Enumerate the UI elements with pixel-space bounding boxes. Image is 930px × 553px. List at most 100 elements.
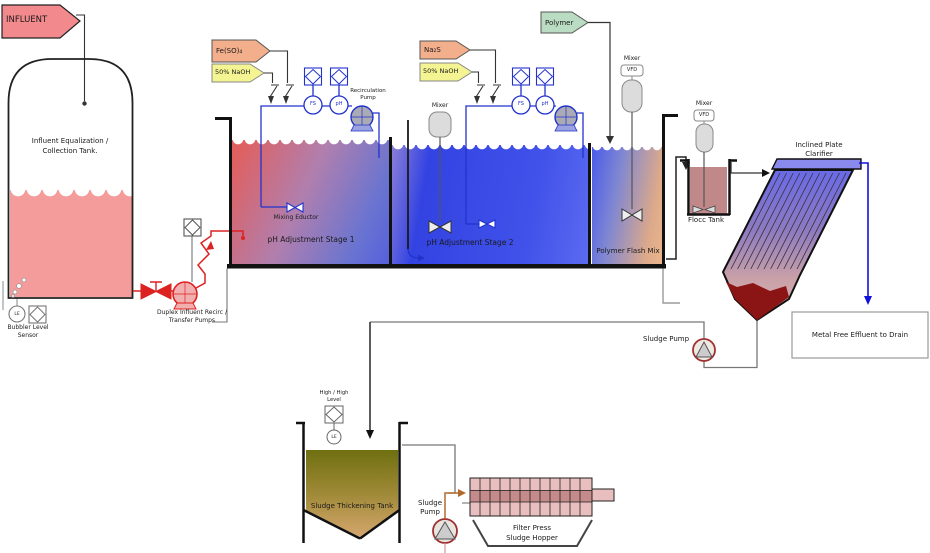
stage2-mixer-label: Mixer (431, 102, 449, 109)
ph1-tag: pH (335, 101, 343, 107)
influent-label: INFLUENT (6, 15, 48, 25)
polymer-feed (540, 11, 614, 144)
wave-surface (10, 189, 132, 200)
sludge-pump2-label-2: Pump (420, 508, 440, 516)
naoh2-flag-label: 50% NaOH (423, 67, 459, 75)
flow-switch-2 (511, 95, 531, 115)
hihi-label-2: Level (327, 397, 341, 403)
na2s-flag (419, 40, 471, 60)
polymer-flag-label: Polymer (545, 19, 574, 27)
stage1-liquid (232, 139, 389, 265)
influent-transfer-train (133, 218, 245, 323)
mixing-eductor (286, 202, 304, 213)
flash-mix-label: Polymer Flash Mix (596, 247, 660, 255)
clarifier-sludge-pump-train (366, 321, 758, 439)
flocc-tank (680, 109, 770, 216)
isolation-valve (140, 283, 172, 300)
pump-discharge-hose (195, 230, 244, 289)
stage2-label: pH Adjustment Stage 2 (426, 238, 514, 247)
flash-mix-drain (662, 268, 680, 304)
transfer-pumps-label-1: Duplex Influent Recirc / (157, 309, 227, 316)
injection-valve (283, 96, 289, 104)
fs1-tag: FS (310, 101, 316, 107)
wave-surface (592, 146, 662, 151)
thickener-outlet-line (402, 444, 456, 494)
wave-surface (232, 139, 389, 147)
filter-press-label-1: Filter Press (513, 524, 551, 532)
sludge-hopper (472, 519, 593, 547)
stage1-to-stage2-pipe (407, 120, 425, 262)
fe-so4-flag (211, 39, 271, 63)
polymer-flag (540, 11, 589, 34)
fe-flag-label: Fe(SO)₄ (216, 47, 243, 55)
flocc-outlet-line (730, 162, 762, 174)
bubbler-label-2: Sensor (17, 332, 39, 339)
flow-switch-1 (303, 95, 323, 115)
ph-sensor-2 (535, 95, 555, 115)
filter-press-label-2: Sludge Hopper (506, 534, 558, 542)
injection-valve (474, 96, 480, 104)
thickener-le-tag: LE (331, 434, 337, 440)
wave-surface (392, 144, 589, 152)
mixing-eductor-2 (478, 219, 496, 229)
flash-mix-outlet (662, 156, 690, 304)
sludge-pump1-label: Sludge Pump (642, 335, 690, 343)
injection-valve (268, 96, 274, 104)
flash-mix-mixer (620, 64, 644, 222)
equalization-tank (7, 58, 134, 299)
influent-flag (1, 4, 87, 106)
impeller (621, 208, 643, 222)
hihi-interlock (324, 405, 344, 424)
press-closure-rod (591, 488, 615, 502)
stage1-label: pH Adjustment Stage 1 (267, 235, 355, 244)
interlock-diamond (184, 219, 201, 236)
bubble (16, 283, 22, 289)
ph2-tag: pH (541, 101, 549, 107)
hihi-label-1: High / High (319, 390, 349, 396)
impeller (428, 220, 452, 234)
recirc-pump-label-2: Pump (360, 95, 376, 101)
bubble (12, 289, 18, 295)
naoh-flag-2 (419, 62, 473, 82)
flash-mixer-label: Mixer (623, 55, 641, 62)
impeller (692, 205, 716, 214)
mixing-eductor-label: Mixing Eductor (273, 214, 319, 221)
clarifier-label-1: Inclined Plate (795, 141, 843, 149)
press-feed-line (444, 492, 458, 518)
filter-press (469, 477, 615, 547)
flocc-mixer-label: Mixer (695, 100, 713, 107)
interlock-diamond (29, 306, 46, 323)
flocc-mixer-motor (695, 123, 714, 153)
fs2-tag: FS (518, 101, 524, 107)
recirc-pump-label-1: Recirculation (350, 88, 386, 94)
stage2-recirc-loop (465, 67, 584, 229)
stage2-mixer (428, 111, 452, 234)
clarifier-plates (730, 172, 847, 270)
bubbler-le-tag: LE (14, 311, 20, 317)
eq-tank-label-2: Collection Tank. (42, 147, 98, 155)
stage2-chem-feed (419, 40, 501, 104)
inclined-plate-clarifier (721, 158, 929, 359)
effluent-destination-box (791, 311, 929, 359)
naoh-flag-1 (211, 63, 265, 83)
press-plates (479, 478, 581, 516)
stage1-recirc-loop (260, 67, 380, 213)
flocc-tank-label: Flocc Tank (687, 216, 725, 224)
effluent-box-label: Metal Free Effluent to Drain (811, 331, 909, 339)
sludge-pump2-label-1: Sludge (417, 499, 443, 507)
bubbler-level-sensor (2, 281, 47, 324)
bubble (21, 277, 27, 283)
injection-valve (490, 96, 496, 104)
le-instrument-bubble (8, 305, 26, 323)
stage2-liquid (392, 144, 589, 265)
stage1-drain-line (212, 268, 228, 323)
equalization-tank-liquid (10, 189, 132, 297)
flash-vfd-tag: VFD (626, 67, 638, 73)
flash-mix-liquid (592, 146, 662, 265)
bubble (11, 294, 15, 298)
clarifier-label-2: Clarifier (805, 150, 833, 158)
naoh1-flag-label: 50% NaOH (215, 68, 251, 76)
effluent-line (859, 162, 869, 297)
flocc-vfd-tag: VFD (698, 112, 710, 118)
